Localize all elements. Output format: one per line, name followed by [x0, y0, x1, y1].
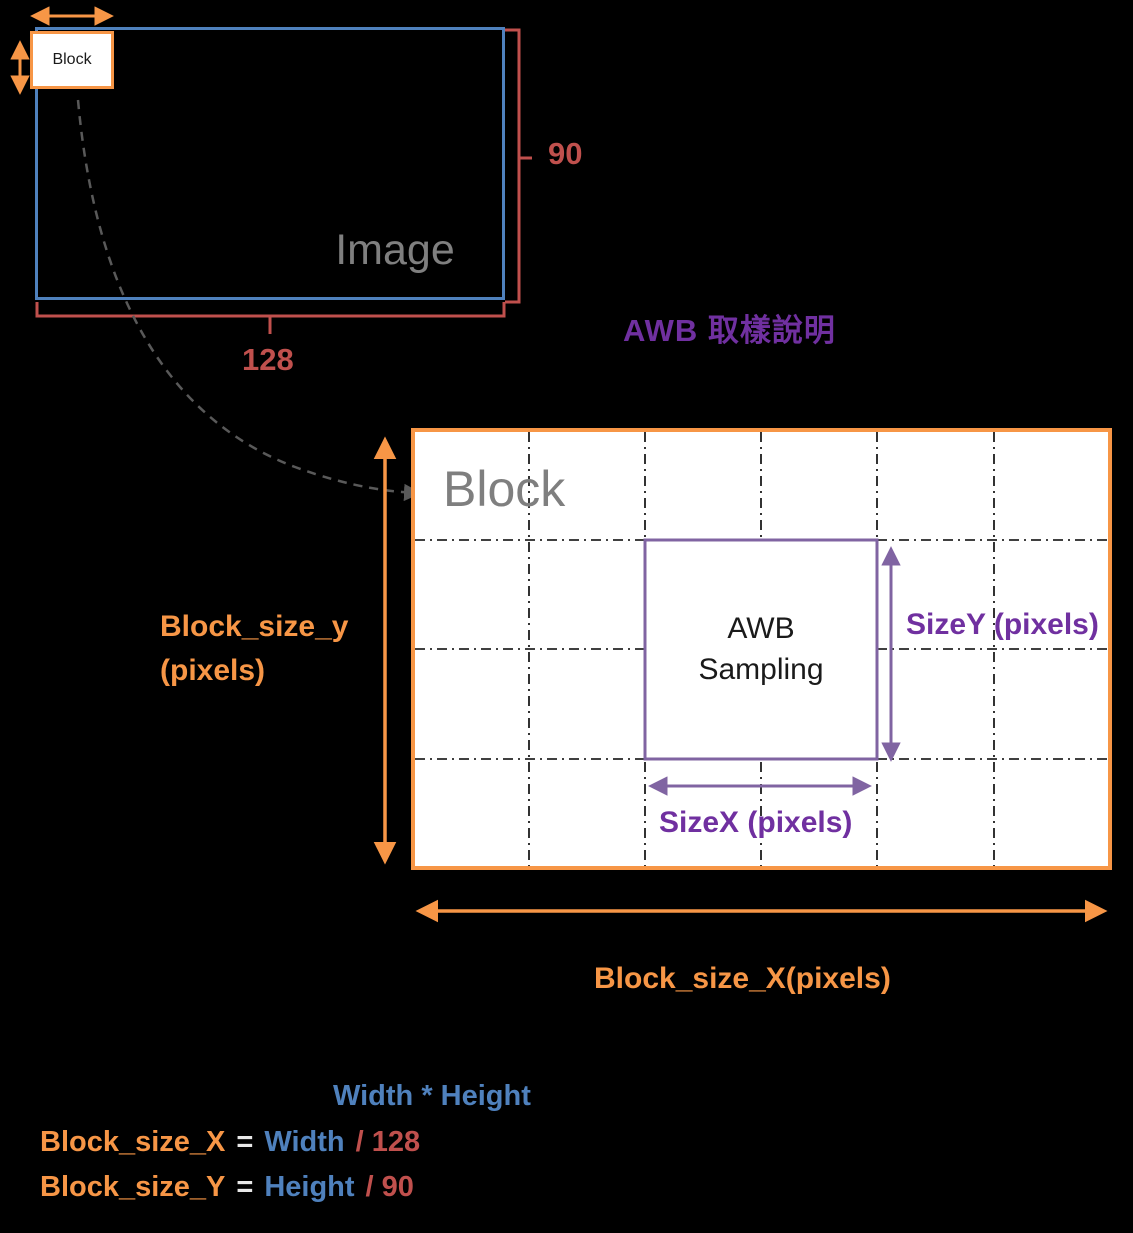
formula-y-var: Height [264, 1171, 355, 1203]
formula-x-var: Width [264, 1126, 345, 1158]
formula-x-equals: = [236, 1126, 254, 1158]
image-width-bracket [35, 302, 506, 334]
formula-y-equals: = [236, 1171, 254, 1203]
awb-sampling-label: AWB Sampling [645, 540, 877, 759]
image-label: Image [335, 226, 455, 274]
block-size-y-label: Block_size_y (pixels) [160, 605, 348, 692]
formula-y-divisor: / 90 [365, 1171, 414, 1203]
block-size-y-label-line2: (pixels) [160, 653, 266, 687]
formula-block-size-y: Block_size_Y = Height / 90 [40, 1171, 414, 1204]
formula-x-divisor: / 128 [355, 1126, 421, 1158]
formula-x-lhs: Block_size_X [40, 1126, 226, 1158]
image-block-box: Block [30, 31, 114, 89]
awb-sampling-line2: Sampling [698, 652, 824, 686]
formula-block-size-x: Block_size_X = Width / 128 [40, 1126, 420, 1159]
block-size-y-label-line1: Block_size_y [160, 610, 349, 643]
image-width-value: 128 [242, 342, 294, 377]
awb-sampling-line1: AWB [727, 612, 795, 645]
size-y-label: SizeY (pixels) [906, 608, 1099, 641]
image-block-box-label: Block [52, 51, 92, 68]
image-height-value: 90 [548, 136, 583, 171]
formula-y-lhs: Block_size_Y [40, 1171, 226, 1203]
size-x-label: SizeX (pixels) [659, 806, 853, 839]
block-size-x-label: Block_size_X(pixels) [594, 962, 891, 995]
formula-width-height: Width * Height [333, 1080, 531, 1112]
diagram-title: AWB 取樣說明 [623, 313, 836, 348]
grid-block-label: Block [443, 461, 566, 517]
